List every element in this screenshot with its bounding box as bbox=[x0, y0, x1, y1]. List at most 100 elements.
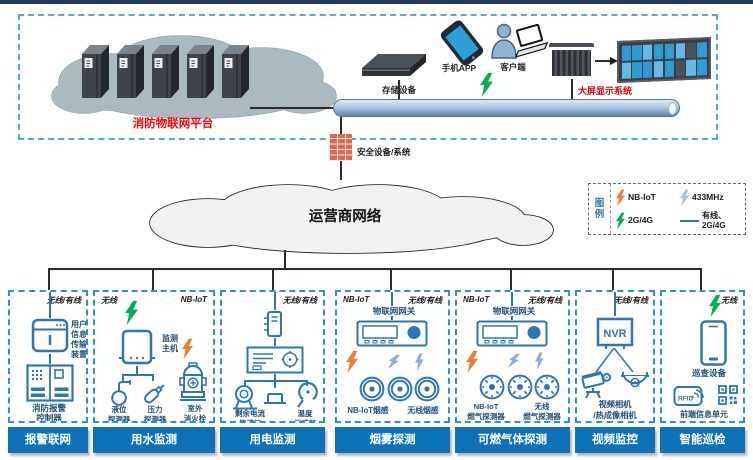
security-label: 安全设备/系统 bbox=[357, 147, 411, 157]
corner-label: NB-IoT bbox=[343, 295, 370, 304]
pressure-detector-label: 压力 探测器 bbox=[143, 405, 167, 423]
rfid-label: RFID bbox=[678, 396, 693, 403]
link-line bbox=[49, 354, 51, 364]
fire-iot-platform-box bbox=[18, 14, 718, 140]
trunk-drop-5 bbox=[510, 268, 512, 290]
bolt-orange-icon bbox=[182, 338, 193, 360]
corner-label: NB-IoT bbox=[463, 295, 490, 304]
corner-label: 无线/有线 bbox=[527, 296, 562, 305]
legend-grid: NB-IoT 433MHz 2G/4G 有线、 2G/4G bbox=[611, 184, 745, 234]
cloud-to-bus-line bbox=[250, 107, 333, 109]
trunk-drop-3 bbox=[272, 268, 274, 290]
phone-app-icon bbox=[440, 20, 484, 66]
level-detector-label: 液位 探测器 bbox=[107, 405, 131, 423]
frontend-unit-label: 前端信息单元 bbox=[680, 410, 728, 419]
smoke-detector-icon bbox=[386, 375, 414, 403]
arrow-head-icon bbox=[610, 57, 618, 65]
nvr-icon: NVR bbox=[596, 317, 634, 349]
link-line bbox=[274, 292, 276, 310]
bolt-orange-icon bbox=[466, 350, 478, 374]
level-detector-icon bbox=[111, 380, 131, 406]
video-wall-icon bbox=[617, 36, 711, 84]
fire-alarm-controller-icon bbox=[26, 364, 74, 402]
legend-item-nbiot: NB-IoT bbox=[616, 189, 680, 207]
banner-smart-inspection: 智能巡检 bbox=[660, 427, 745, 453]
col-water-monitoring: 无线 NB-IoT 监测 主机 液位 探测器 压力 探测器 bbox=[93, 290, 215, 423]
nvr-branch-lines bbox=[595, 348, 634, 373]
platform-servers-icon bbox=[81, 44, 250, 98]
link-line bbox=[244, 380, 246, 386]
platform-label: 消防物联网平台 bbox=[132, 118, 214, 130]
nbiot-gas-label: NB-IoT 燃气探测器 bbox=[467, 402, 505, 421]
link-line bbox=[122, 374, 124, 381]
backbone-bus bbox=[333, 99, 680, 117]
corner-label: 无线 bbox=[721, 296, 737, 305]
bolt-orange-icon bbox=[616, 189, 625, 207]
col-video-surveillance: 无线/有线 NVR 视频相机 /热成像相机 bbox=[575, 290, 655, 423]
link-line bbox=[152, 374, 154, 381]
trunk-drop-1 bbox=[48, 268, 50, 290]
link-line bbox=[614, 292, 616, 316]
wired-line-icon bbox=[680, 219, 699, 222]
iot-gateway-icon bbox=[476, 320, 548, 347]
big-screen-label: 大屏显示系统 bbox=[578, 86, 633, 96]
col-smart-inspection: 无线 巡查设备 RFID 前端信息单元 bbox=[660, 290, 745, 423]
dome-camera-icon bbox=[621, 372, 649, 388]
banner-power-monitoring: 用电监测 bbox=[220, 427, 325, 453]
gas-detector-icon bbox=[478, 373, 506, 401]
rack-to-wall-line bbox=[595, 60, 611, 62]
bolt-lightblue-icon bbox=[506, 351, 520, 371]
trunk-horizontal-line bbox=[48, 268, 701, 270]
residual-current-sensor-icon bbox=[233, 385, 257, 410]
bolt-green-icon bbox=[709, 294, 721, 318]
corner-label: 无线/有线 bbox=[613, 296, 648, 305]
trunk-drop-4 bbox=[390, 268, 392, 290]
iot-gateway-label: 物联网网关 bbox=[484, 306, 544, 316]
top-bar bbox=[0, 0, 753, 4]
legend-label: 2G/4G bbox=[628, 214, 654, 225]
trunk-drop-2 bbox=[152, 268, 154, 290]
bolt-lightblue-icon bbox=[386, 352, 400, 372]
info-transmitter-icon bbox=[31, 318, 69, 353]
inspection-device-label: 巡查设备 bbox=[691, 368, 726, 378]
iot-gateway-label: 物联网网关 bbox=[364, 306, 424, 316]
corner-label: 无线/有线 bbox=[282, 296, 317, 305]
carrier-trunk-line bbox=[284, 250, 286, 268]
bolt-orange-icon bbox=[346, 350, 358, 374]
col-alarm-network: 无线/有线 用户 信息 传输 装置 消防报警 控制器 bbox=[8, 290, 88, 423]
col-power-monitoring: 无线/有线 bbox=[220, 290, 325, 423]
monitor-host-label: 监测 主机 bbox=[162, 334, 178, 353]
legend-label: 433MHz bbox=[692, 191, 724, 202]
bolt-green-icon bbox=[616, 212, 625, 230]
qr-code-icon bbox=[718, 385, 738, 405]
legend-box: 图例 NB-IoT 433MHz 2G/4G 有线、 2G/4G bbox=[588, 183, 746, 235]
rack-drop-line bbox=[571, 79, 573, 99]
carrier-cloud: 运营商网络 bbox=[149, 184, 554, 254]
nvr-label: NVR bbox=[603, 328, 626, 340]
nbiot-smoke-label: NB-IoT烟感 bbox=[347, 406, 389, 415]
corner-label: 无线 bbox=[101, 296, 117, 305]
col-smoke-detection: NB-IoT 无线/有线 物联网网关 NB-IoT烟感 无线烟感 bbox=[335, 290, 450, 423]
bus-end-cap bbox=[668, 101, 677, 115]
banner-gas-detection: 可燃气体探测 bbox=[455, 427, 570, 453]
camera-label: 视频相机 /热成像相机 bbox=[593, 400, 637, 420]
power-panel-icon bbox=[246, 346, 304, 374]
banner-water-monitoring: 用水监测 bbox=[93, 427, 215, 453]
storage-drop-line bbox=[398, 80, 400, 99]
bolt-green-icon bbox=[125, 300, 138, 326]
bolt-green-icon bbox=[480, 72, 493, 98]
col-gas-detection: NB-IoT 无线/有线 物联网网关 NB-IoT 燃气探测器 无线 燃气探测器 bbox=[455, 290, 570, 423]
mount-rail-icon bbox=[264, 393, 286, 404]
phone-app-label: 手机APP bbox=[441, 63, 477, 73]
gas-detector-icon bbox=[506, 373, 534, 401]
wireless-smoke-label: 无线烟感 bbox=[407, 406, 439, 415]
link-line bbox=[274, 374, 276, 380]
info-transmitter-label: 用户 信息 传输 装置 bbox=[71, 320, 87, 359]
monitor-host-icon bbox=[119, 329, 155, 365]
link-line bbox=[136, 366, 138, 374]
legend-item-wired: 有线、 2G/4G bbox=[680, 211, 743, 230]
corner-label: NB-IoT bbox=[180, 295, 207, 304]
firewall-icon bbox=[329, 134, 352, 161]
smoke-detector-icon bbox=[413, 375, 441, 403]
